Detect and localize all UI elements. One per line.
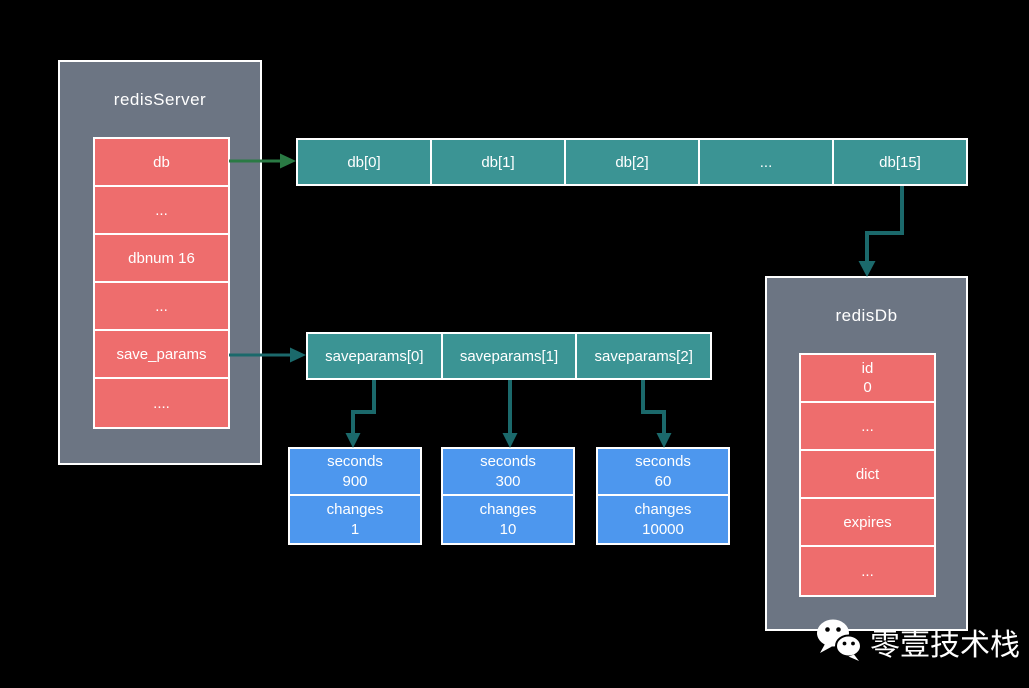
redis-server-field-list: db ... dbnum 16 ... save_params .... bbox=[93, 137, 230, 429]
field-db: db bbox=[95, 139, 228, 187]
db-array-cell-15: db[15] bbox=[832, 140, 966, 184]
field-ellipsis-2: ... bbox=[95, 283, 228, 331]
saveparam-2-changes-label: changes bbox=[634, 500, 692, 518]
redis-db-box: redisDb id 0 ... dict expires ... bbox=[765, 276, 968, 631]
saveparam-0-seconds-label: seconds bbox=[327, 452, 383, 470]
field-db-ellipsis-2: ... bbox=[801, 547, 934, 595]
saveparam-1-seconds: seconds 300 bbox=[443, 449, 573, 496]
watermark: 零壹技术栈 bbox=[814, 616, 1020, 667]
saveparam-0-changes: changes 1 bbox=[290, 496, 420, 543]
redis-db-title: redisDb bbox=[835, 306, 898, 325]
field-ellipsis-3: .... bbox=[95, 379, 228, 427]
arrow-saveparams1-to-node bbox=[502, 380, 518, 448]
redis-db-field-list: id 0 ... dict expires ... bbox=[799, 353, 936, 597]
watermark-brand-text: 零壹技术栈 bbox=[870, 627, 1020, 663]
saveparams-cell-2: saveparams[2] bbox=[575, 334, 710, 378]
arrow-saveparams2-to-node bbox=[641, 380, 672, 448]
saveparam-1-seconds-value: 300 bbox=[495, 472, 521, 490]
saveparam-node-1: seconds 300 changes 10 bbox=[441, 447, 575, 545]
field-db-ellipsis-1: ... bbox=[801, 403, 934, 451]
field-expires: expires bbox=[801, 499, 934, 547]
arrow-db15-to-redisdb bbox=[858, 186, 904, 277]
db-array-cell-0: db[0] bbox=[347, 153, 381, 171]
redis-server-title: redisServer bbox=[113, 90, 207, 109]
saveparam-2-seconds-value: 60 bbox=[654, 472, 672, 490]
saveparam-node-0: seconds 900 changes 1 bbox=[288, 447, 422, 545]
db-array-cell-1: db[1] bbox=[430, 140, 564, 184]
saveparam-0-changes-value: 1 bbox=[350, 520, 360, 538]
saveparam-2-seconds: seconds 60 bbox=[598, 449, 728, 496]
field-id-value: 0 bbox=[863, 379, 872, 396]
field-dbnum: dbnum 16 bbox=[95, 235, 228, 283]
saveparam-1-seconds-label: seconds bbox=[480, 452, 536, 470]
saveparam-2-changes-value: 10000 bbox=[642, 520, 684, 538]
field-dict: dict bbox=[801, 451, 934, 499]
field-save-params: save_params bbox=[95, 331, 228, 379]
db-array-cell-2: db[2] bbox=[564, 140, 698, 184]
wechat-icon bbox=[814, 616, 862, 667]
saveparam-node-2: seconds 60 changes 10000 bbox=[596, 447, 730, 545]
saveparams-cell-0: saveparams[0] bbox=[325, 347, 424, 365]
saveparams-cell-1: saveparams[1] bbox=[440, 334, 576, 378]
saveparam-0-seconds-value: 900 bbox=[342, 472, 368, 490]
saveparam-2-seconds-label: seconds bbox=[635, 452, 691, 470]
field-id-label: id bbox=[861, 360, 874, 377]
field-ellipsis-1: ... bbox=[95, 187, 228, 235]
saveparam-1-changes-label: changes bbox=[479, 500, 537, 518]
arrow-saveparams0-to-node bbox=[345, 380, 376, 448]
saveparam-2-changes: changes 10000 bbox=[598, 496, 728, 543]
saveparam-1-changes-value: 10 bbox=[499, 520, 517, 538]
field-id: id 0 bbox=[801, 355, 934, 403]
redis-server-box: redisServer db ... dbnum 16 ... save_par… bbox=[58, 60, 262, 465]
db-array: db[0] db[1] db[2] ... db[15] bbox=[296, 138, 968, 186]
saveparam-0-changes-label: changes bbox=[326, 500, 384, 518]
saveparam-1-changes: changes 10 bbox=[443, 496, 573, 543]
db-array-cell-ellipsis: ... bbox=[698, 140, 832, 184]
saveparam-0-seconds: seconds 900 bbox=[290, 449, 420, 496]
saveparams-array: saveparams[0] saveparams[1] saveparams[2… bbox=[306, 332, 712, 380]
